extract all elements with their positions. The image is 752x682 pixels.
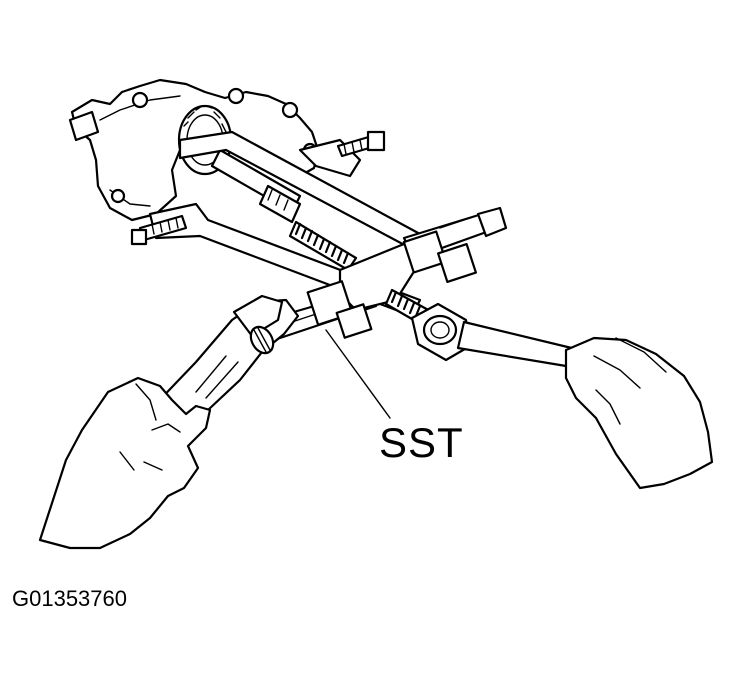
- output-shaft: [210, 148, 302, 224]
- housing-bolt: [131, 91, 149, 109]
- clamp-nut: [130, 228, 148, 246]
- left-hand: [38, 376, 212, 550]
- right-hand: [564, 336, 714, 490]
- clamp-nut: [366, 130, 386, 152]
- figure-id: G01353760: [12, 586, 127, 611]
- housing-bolt: [110, 188, 126, 204]
- sst-callout-label: SST: [379, 419, 464, 466]
- collar-nut: [335, 303, 373, 339]
- collar-nut: [436, 242, 478, 284]
- housing-bolt: [281, 101, 299, 119]
- collar-nut: [402, 230, 448, 274]
- housing-bolt: [227, 87, 245, 105]
- sst-leader-line: [325, 329, 391, 419]
